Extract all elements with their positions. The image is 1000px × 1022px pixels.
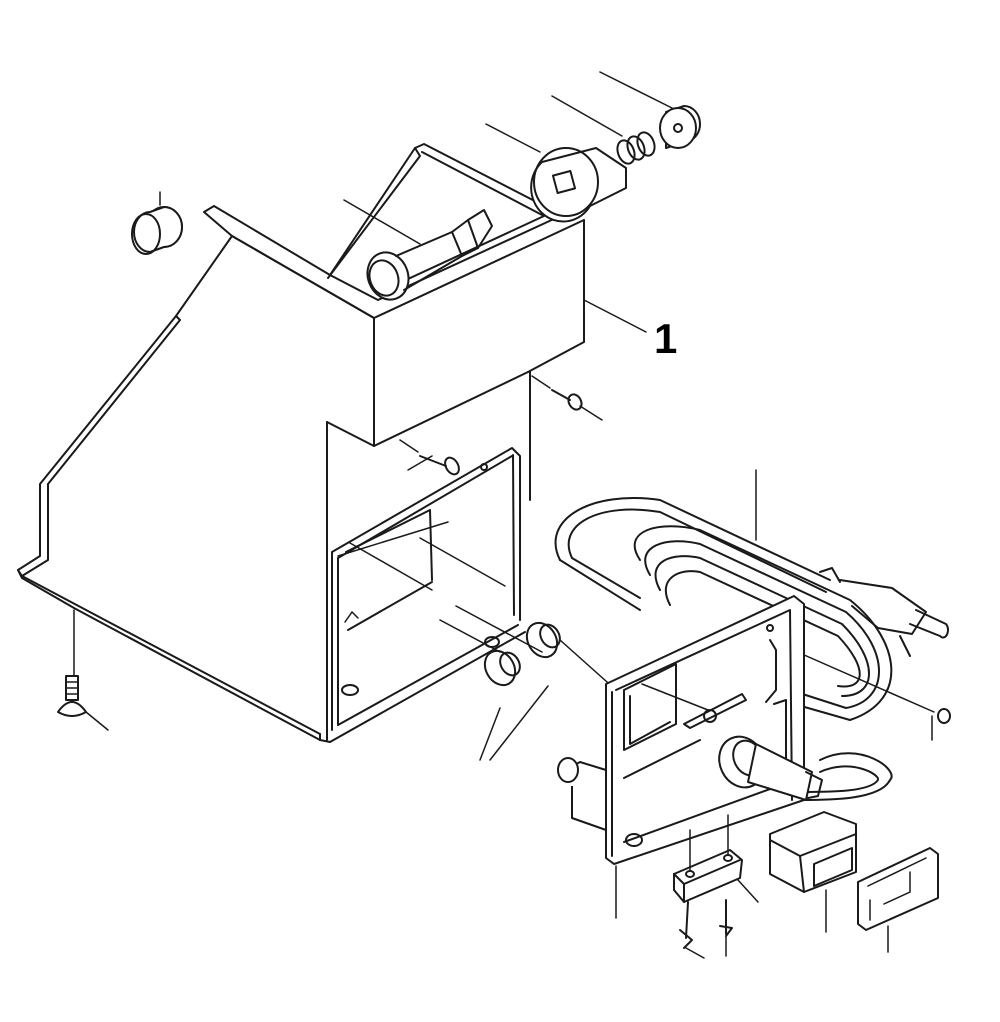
callout-label-1: 1	[654, 315, 678, 362]
terminal-block	[673, 814, 759, 903]
screw-upper-right	[531, 375, 603, 421]
tube-holder	[343, 199, 493, 301]
ferrite-rings	[439, 605, 617, 761]
rocker-switch	[769, 811, 857, 933]
end-cap	[599, 71, 701, 149]
cable-gland	[718, 735, 823, 801]
screw-base	[57, 609, 109, 731]
spring	[551, 95, 656, 165]
side-knob	[557, 757, 607, 831]
round-cam-block	[485, 123, 627, 223]
callout-leader-1	[583, 299, 647, 333]
front-panel-plate	[605, 595, 805, 865]
screw-upper-left	[399, 439, 460, 476]
housing-top-box	[203, 205, 585, 447]
small-screws	[679, 899, 733, 959]
bracket-frame	[327, 143, 561, 301]
coiled-power-cord	[554, 469, 893, 801]
label-plate	[857, 847, 939, 953]
cap-knob-left	[131, 191, 183, 255]
housing-main-body	[17, 235, 531, 743]
plug	[819, 567, 949, 657]
